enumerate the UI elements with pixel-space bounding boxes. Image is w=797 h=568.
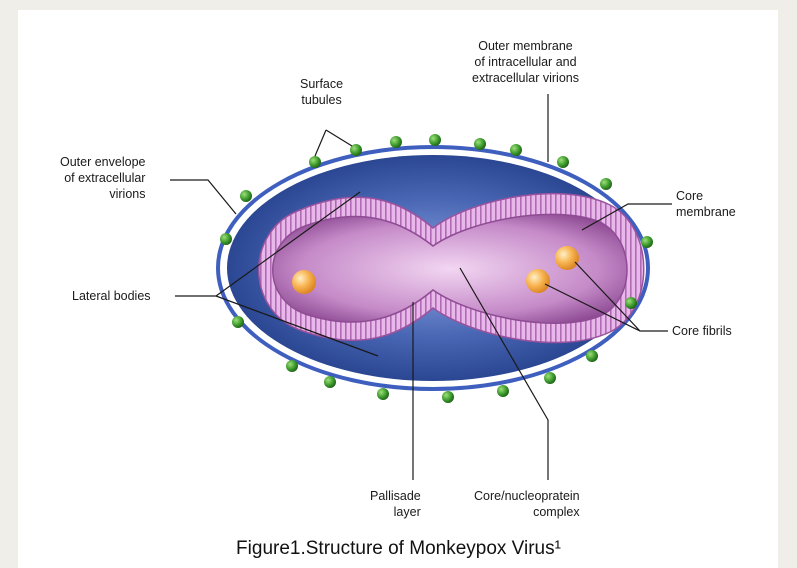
tubule-sphere	[586, 350, 598, 362]
tubule-sphere	[309, 156, 321, 168]
label-pallisade-layer: Pallisade layer	[370, 488, 421, 520]
tubule-sphere	[474, 138, 486, 150]
tubule-sphere	[390, 136, 402, 148]
tubule-sphere	[510, 144, 522, 156]
tubule-sphere	[544, 372, 556, 384]
tubule-sphere	[557, 156, 569, 168]
tubule-sphere	[286, 360, 298, 372]
leader-surface-tubules	[315, 130, 352, 156]
tubule-sphere	[641, 236, 653, 248]
figure-caption: Figure1.Structure of Monkeypox Virus¹	[0, 538, 797, 560]
label-outer-membrane: Outer membrane of intracellular and extr…	[472, 38, 579, 86]
label-core-membrane: Core membrane	[676, 188, 736, 220]
tubule-sphere	[324, 376, 336, 388]
label-lateral-bodies: Lateral bodies	[72, 288, 151, 304]
tubule-sphere	[625, 297, 637, 309]
tubule-sphere	[442, 391, 454, 403]
label-core-complex: Core/nucleopratein complex	[474, 488, 580, 520]
tubule-sphere	[497, 385, 509, 397]
tubule-sphere	[240, 190, 252, 202]
tubule-sphere	[220, 233, 232, 245]
core-fibril-sphere-2	[526, 269, 550, 293]
label-core-fibrils: Core fibrils	[672, 323, 732, 339]
tubule-sphere	[377, 388, 389, 400]
tubule-sphere	[600, 178, 612, 190]
leader-outer-envelope	[170, 180, 236, 214]
label-outer-envelope: Outer envelope of extracellular virions	[60, 154, 145, 202]
tubule-sphere	[429, 134, 441, 146]
label-surface-tubules: Surface tubules	[300, 76, 343, 108]
core-fibril-sphere-1	[555, 246, 579, 270]
lateral-body-sphere	[292, 270, 316, 294]
tubule-sphere	[232, 316, 244, 328]
